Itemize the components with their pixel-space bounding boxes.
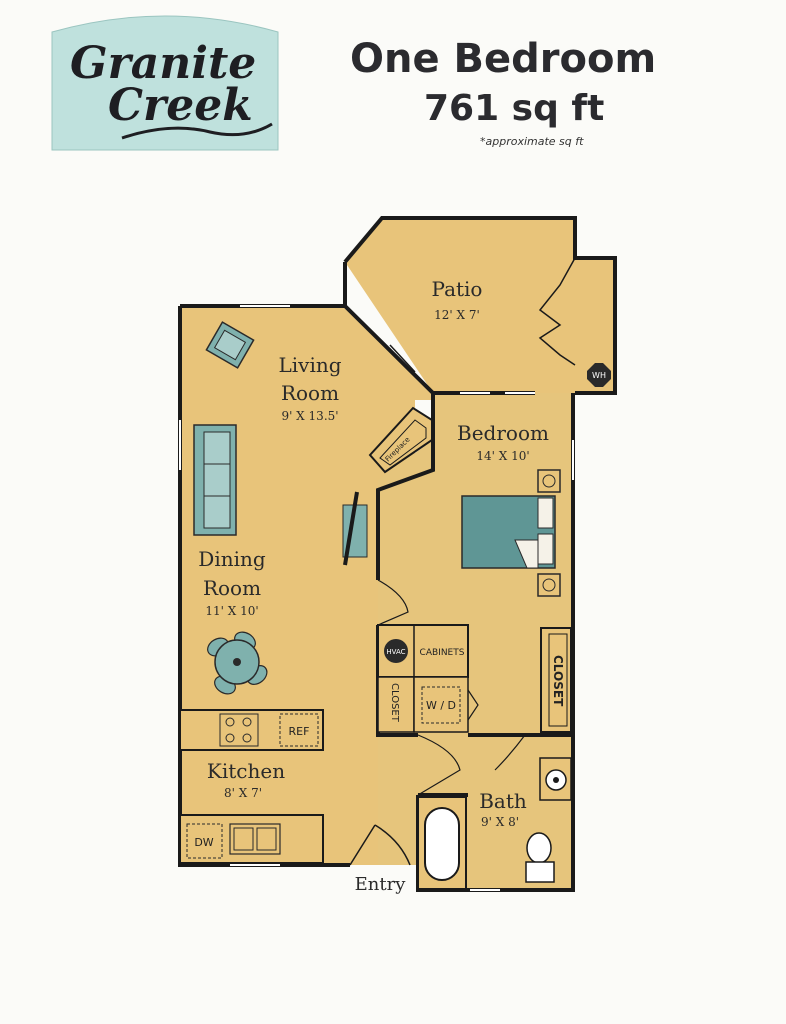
plan-title: One Bedroom xyxy=(350,36,657,82)
left-closet-label: CLOSET xyxy=(389,683,400,723)
cabinets-label: CABINETS xyxy=(420,648,465,658)
room-labels: Patio 12' X 7' Living Room 9' X 13.5' Be… xyxy=(198,277,549,895)
hvac-label: HVAC xyxy=(386,648,405,656)
refrigerator-label: REF xyxy=(289,725,310,738)
patio-label: Patio xyxy=(432,277,483,301)
windows xyxy=(179,305,574,891)
water-heater-label: WH xyxy=(592,371,606,380)
patio-dims: 12' X 7' xyxy=(434,308,480,322)
logo-text-line1: Granite xyxy=(70,38,257,89)
tv-icon xyxy=(342,491,368,566)
sofa-icon xyxy=(193,424,237,536)
living-room-label-2: Room xyxy=(281,381,339,405)
entry-label: Entry xyxy=(355,874,407,895)
kitchen-dims: 8' X 7' xyxy=(224,786,262,800)
bedroom-dims: 14' X 10' xyxy=(476,449,529,463)
bath-dims: 9' X 8' xyxy=(481,815,519,829)
bed-icon xyxy=(461,469,561,597)
dishwasher-label: DW xyxy=(194,836,213,849)
dining-room-dims: 11' X 10' xyxy=(205,604,258,618)
toilet-icon xyxy=(525,832,555,883)
patio-folding-wall xyxy=(389,257,576,373)
washer-dryer-label: W / D xyxy=(426,699,456,712)
living-room-dims: 9' X 13.5' xyxy=(281,409,338,423)
living-room-label-1: Living xyxy=(278,353,341,377)
right-closet-label: CLOSET xyxy=(551,655,565,707)
plan-square-footage: 761 sq ft xyxy=(424,88,605,129)
kitchen-label: Kitchen xyxy=(207,759,285,783)
logo-badge xyxy=(51,15,279,151)
bathtub-icon xyxy=(417,796,467,890)
logo: Granite Creek xyxy=(50,10,280,155)
kitchen-fixtures: REF DW xyxy=(179,709,324,864)
hvac-icon xyxy=(384,639,408,663)
sink-icon xyxy=(539,757,572,801)
logo-text-line2: Creek xyxy=(108,80,253,131)
bedroom-label: Bedroom xyxy=(457,421,549,445)
fireplace-icon: Fireplace xyxy=(368,406,433,474)
dining-table-icon xyxy=(207,631,268,695)
square-footage-note: *approximate sq ft xyxy=(480,135,584,148)
bath-label: Bath xyxy=(479,789,527,813)
water-heater-icon: WH xyxy=(587,363,611,387)
dining-room-label-2: Room xyxy=(203,576,261,600)
armchair-icon xyxy=(205,321,255,369)
dining-room-label-1: Dining xyxy=(198,547,266,571)
interior-doors xyxy=(377,579,526,796)
entry-door xyxy=(349,824,411,866)
utility-block: HVAC CABINETS CLOSET W / D CLOSET xyxy=(377,624,572,733)
